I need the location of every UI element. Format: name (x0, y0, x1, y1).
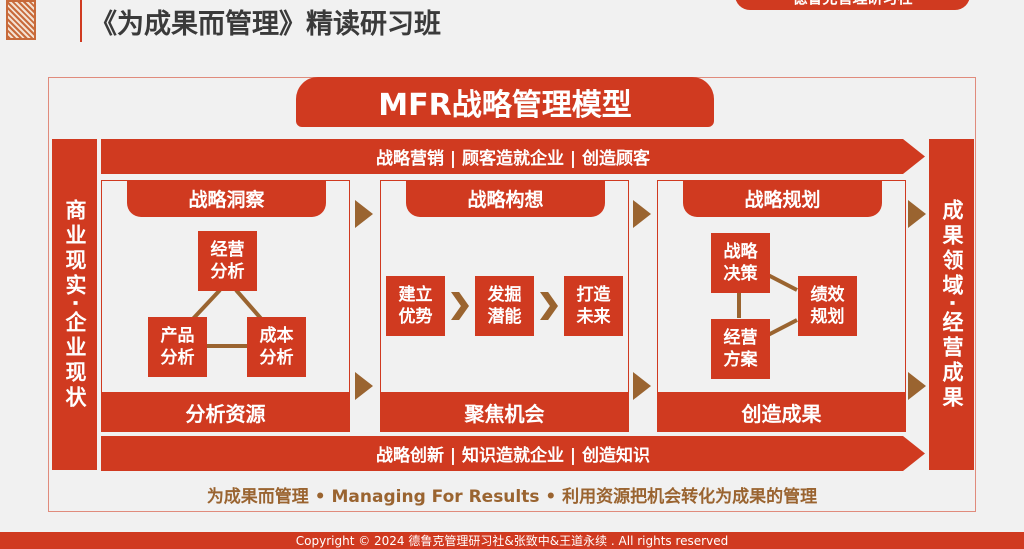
connector-line (767, 318, 798, 337)
top-band-marketing: 战略营销 | 顾客造就企业 | 创造顾客 (101, 139, 925, 174)
box-create-future: 打造未来 (564, 276, 623, 336)
panel-header: 战略洞察 (127, 180, 326, 217)
panel-strategic-concept: 战略构想 聚焦机会 建立优势 发掘潜能 打造未来 (380, 180, 629, 432)
connector-line (767, 273, 798, 292)
panel-header: 战略规划 (683, 180, 882, 217)
box-operating-plan: 经营方案 (711, 319, 770, 379)
panel-header: 战略构想 (406, 180, 605, 217)
box-operations-analysis: 经营分析 (198, 231, 257, 291)
triangle-arrow-icon (633, 200, 651, 228)
panel-strategic-insight: 战略洞察 分析资源 经营分析 产品分析 成本分析 (101, 180, 350, 432)
brand-badge: 德鲁克管理研习社 (735, 0, 970, 10)
panel-strategic-planning: 战略规划 创造成果 战略决策 经营方案 绩效规划 (657, 180, 906, 432)
qr-code (6, 0, 36, 40)
panel-footer: 创造成果 (657, 392, 906, 432)
left-column-text: 商业现实·企业现状 (63, 198, 87, 411)
box-strategic-decision: 战略决策 (711, 233, 770, 293)
bottom-band-innovation: 战略创新 | 知识造就企业 | 创造知识 (101, 436, 925, 471)
box-build-advantage: 建立优势 (386, 276, 445, 336)
triangle-arrow-icon (633, 372, 651, 400)
box-performance-plan: 绩效规划 (798, 276, 857, 336)
triangle-arrow-icon (908, 372, 926, 400)
right-column-results: 成果领域·经营成果 (929, 139, 974, 470)
box-explore-potential: 发掘潜能 (475, 276, 534, 336)
right-column-text: 成果领域·经营成果 (940, 198, 964, 411)
model-title: MFR战略管理模型 (296, 77, 714, 127)
triangle-arrow-icon (355, 200, 373, 228)
box-cost-analysis: 成本分析 (247, 317, 306, 377)
tagline: 为成果而管理 • Managing For Results • 利用资源把机会转… (206, 487, 818, 507)
chevron-right-icon (451, 292, 469, 320)
triangle-arrow-icon (908, 200, 926, 228)
chevron-right-icon (540, 292, 558, 320)
page-title: 《为成果而管理》精读研习班 (90, 9, 441, 40)
left-column-business-reality: 商业现实·企业现状 (52, 139, 97, 470)
panel-footer: 聚焦机会 (380, 392, 629, 432)
connector-line (234, 288, 266, 324)
divider (80, 0, 82, 42)
copyright-bar: Copyright © 2024 德鲁克管理研习社&张致中&王道永续 . All… (0, 532, 1024, 549)
connector-line (188, 288, 222, 324)
panel-footer: 分析资源 (101, 392, 350, 432)
box-product-analysis: 产品分析 (148, 317, 207, 377)
triangle-arrow-icon (355, 372, 373, 400)
